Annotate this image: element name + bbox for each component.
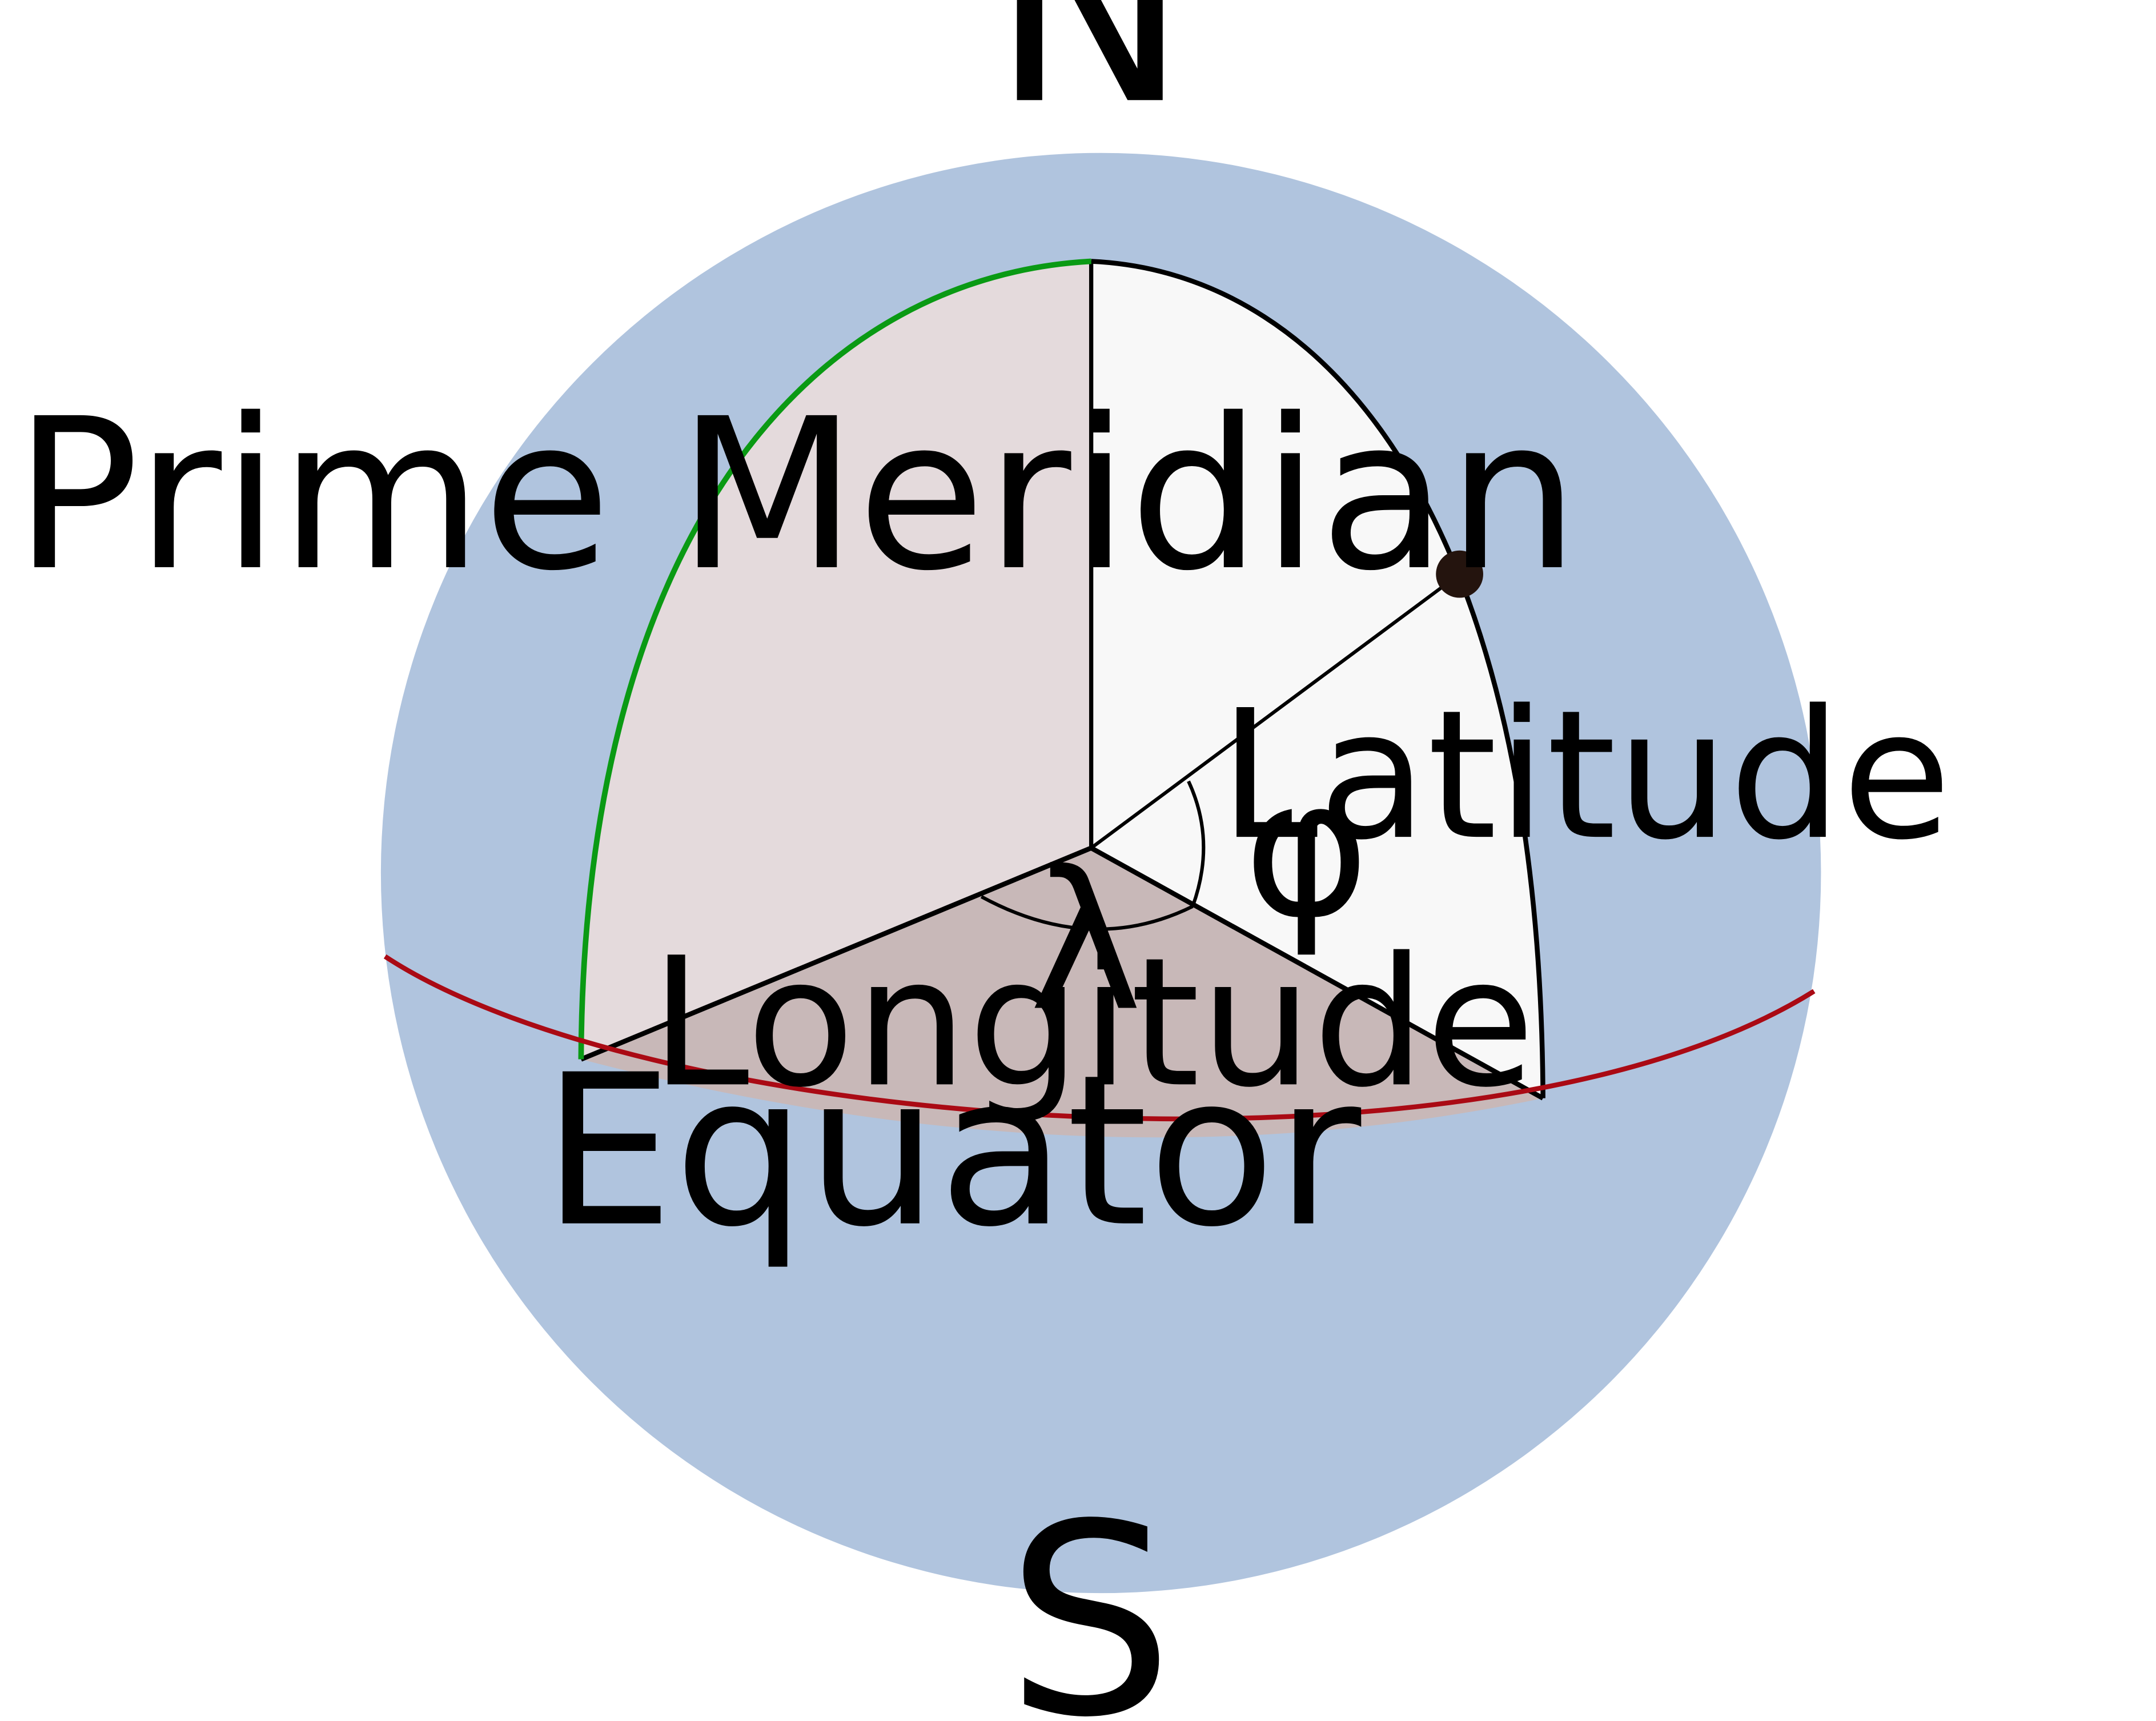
longitude-wedge [581,848,1543,1138]
north-pole-label: N [991,0,1189,163]
prime-meridian-label: Prime Meridian [14,374,1579,617]
equator-line [383,954,1816,1122]
latitude-angle-arc [1187,780,1206,907]
meridian-radius [1090,845,1544,1101]
surface-point [1436,550,1483,598]
south-pole-label: S [1006,1468,1174,1721]
longitude-label: Longitude [650,920,1535,1126]
prime-meridian-radius [580,845,1093,1062]
equator-label: Equator [542,1030,1363,1273]
longitude-symbol: λ [1029,830,1143,1053]
latitude-symbol: φ [1243,737,1370,960]
latitude-label: Latitude [1219,672,1952,879]
meridian-arc [1091,259,1545,1098]
point-radius [1090,572,1461,850]
longitude-angle-arc [980,895,1194,931]
prime-meridian-arc [578,258,1091,1060]
prime-meridian-plane [581,261,1091,1060]
